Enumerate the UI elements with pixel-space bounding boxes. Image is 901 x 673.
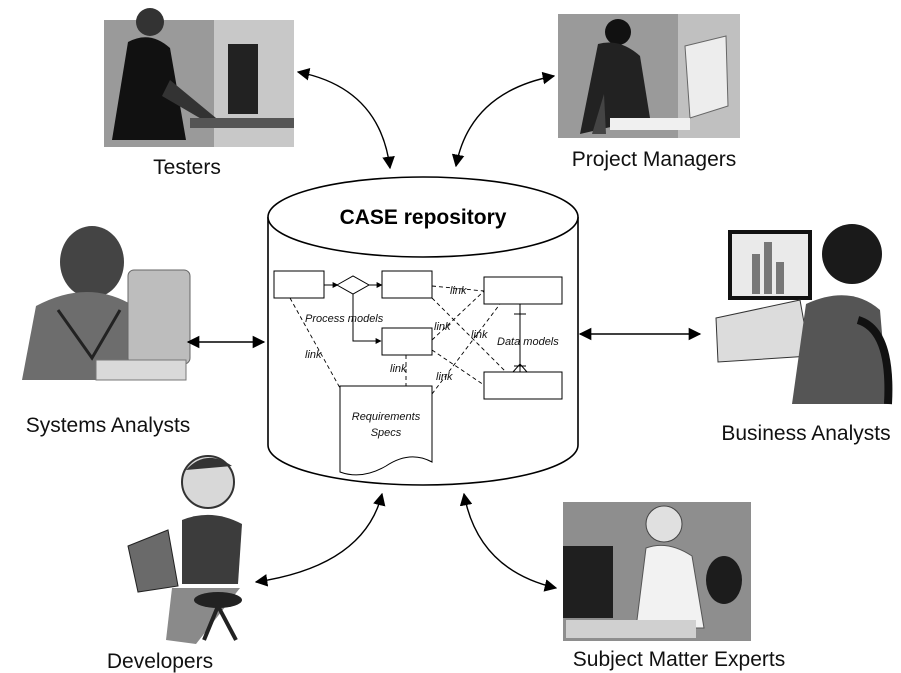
link-label-4: link: [305, 349, 322, 361]
arrow-testers: [296, 67, 395, 170]
arrow-subject-matter-experts: [459, 492, 558, 592]
process-box-1: [273, 270, 325, 299]
developers-icon: [127, 455, 242, 644]
case-repository: CASE repository Process models Data mode…: [267, 176, 579, 486]
link-label-6: link: [436, 371, 453, 383]
repository-title: CASE repository: [340, 206, 507, 229]
role-label-subject-matter-experts: Subject Matter Experts: [573, 648, 785, 671]
role-label-project-managers: Project Managers: [572, 148, 737, 171]
process-models-label: Process models: [305, 313, 384, 325]
link-label-5: link: [390, 363, 407, 375]
arrow-developers: [254, 492, 386, 587]
role-label-developers: Developers: [107, 650, 213, 673]
link-label-3: link: [471, 329, 488, 341]
role-label-systems-analysts: Systems Analysts: [26, 414, 191, 437]
testers-icon: [104, 8, 294, 147]
requirements-label: Requirements: [352, 411, 421, 423]
process-box-2: [381, 270, 433, 299]
business-analysts-icon: [715, 224, 893, 405]
data-models-label: Data models: [497, 336, 559, 348]
systems-analysts-icon: [22, 226, 191, 381]
arrow-project-managers: [451, 71, 556, 168]
data-entity-1: [483, 276, 563, 305]
requirements-doc: [339, 385, 433, 476]
subject-matter-experts-icon: [563, 502, 751, 641]
specs-label: Specs: [371, 427, 402, 439]
role-label-testers: Testers: [153, 156, 221, 179]
role-label-business-analysts: Business Analysts: [721, 422, 890, 445]
project-managers-icon: [558, 14, 740, 138]
link-label-2: link: [434, 321, 451, 333]
link-label-1: link: [450, 285, 467, 297]
process-box-3: [381, 327, 433, 356]
link-lines: [289, 285, 507, 395]
data-entity-2: [483, 371, 563, 400]
connector-arrows: [186, 67, 702, 592]
